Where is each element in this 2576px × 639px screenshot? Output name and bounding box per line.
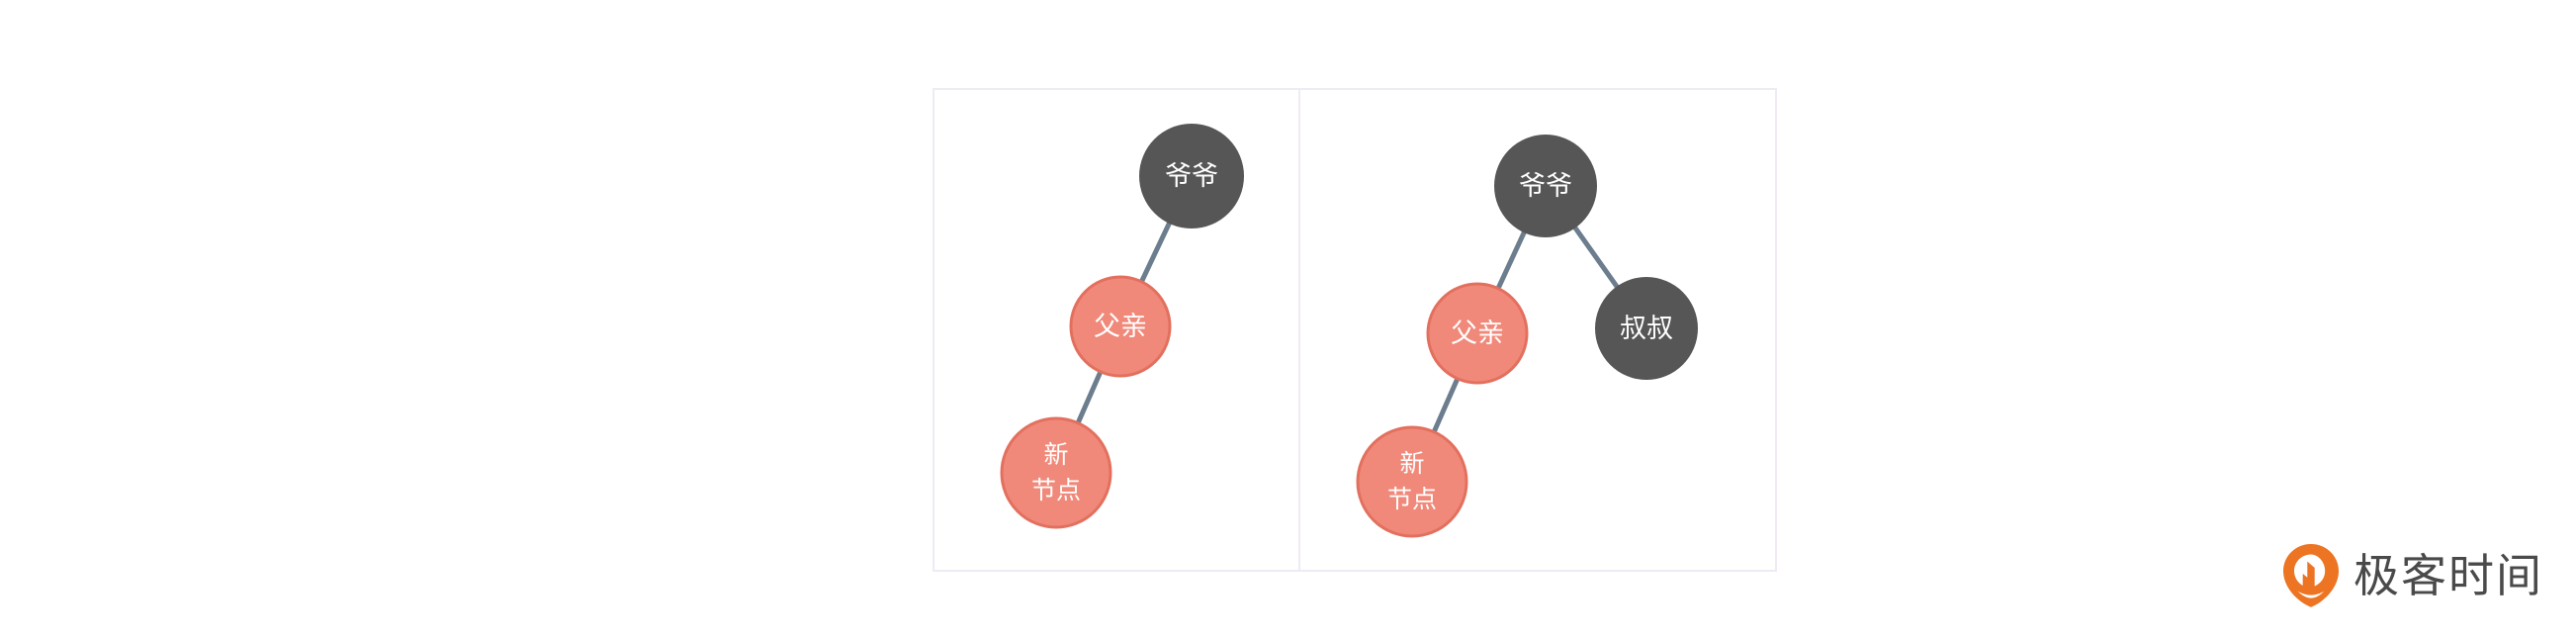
watermark: 极客时间 <box>2282 540 2547 611</box>
node-circle <box>1426 282 1529 385</box>
node-label: 父亲 <box>1094 312 1147 341</box>
tree-edge-fu-qin-2-to-xin-jiedian-2 <box>1430 374 1462 436</box>
tree-node-fu-qin-2[interactable]: 父亲 <box>1426 282 1529 385</box>
node-label: 爷爷 <box>1165 161 1218 191</box>
edge-layer <box>1074 219 1621 436</box>
node-label: 新 <box>1043 441 1068 469</box>
tree-node-fu-qin[interactable]: 父亲 <box>1069 275 1172 378</box>
node-label: 爷爷 <box>1519 171 1572 201</box>
tree-node-ye-ye[interactable]: 爷爷 <box>1139 124 1244 228</box>
tree-edge-fu-qin-to-xin-jiedian <box>1074 367 1105 427</box>
panel-divider <box>1298 90 1300 570</box>
node-circle <box>1494 135 1597 237</box>
tree-node-shu-shu[interactable]: 叔叔 <box>1595 277 1698 380</box>
node-circle <box>1000 416 1112 529</box>
node-label: 叔叔 <box>1620 314 1673 343</box>
tree-node-ye-ye-2[interactable]: 爷爷 <box>1494 135 1597 237</box>
node-circle <box>1069 275 1172 378</box>
tree-edge-ye-ye-to-fu-qin <box>1138 219 1173 287</box>
node-circle <box>1595 277 1698 380</box>
node-label: 节点 <box>1031 477 1081 504</box>
node-label: 节点 <box>1387 486 1437 513</box>
tree-node-xin-jiedian[interactable]: 新节点 <box>1000 416 1112 529</box>
node-circle <box>1356 425 1468 538</box>
node-label: 父亲 <box>1451 319 1504 348</box>
tree-edge-ye-ye-2-to-fu-qin-2 <box>1494 228 1528 293</box>
node-label: 新 <box>1399 450 1424 478</box>
node-circle <box>1139 124 1244 228</box>
tree-node-xin-jiedian-2[interactable]: 新节点 <box>1356 425 1468 538</box>
geektime-pin-icon <box>2283 544 2339 607</box>
watermark-label: 极客时间 <box>2354 550 2543 601</box>
tree-edge-ye-ye-2-to-shu-shu <box>1571 224 1621 291</box>
